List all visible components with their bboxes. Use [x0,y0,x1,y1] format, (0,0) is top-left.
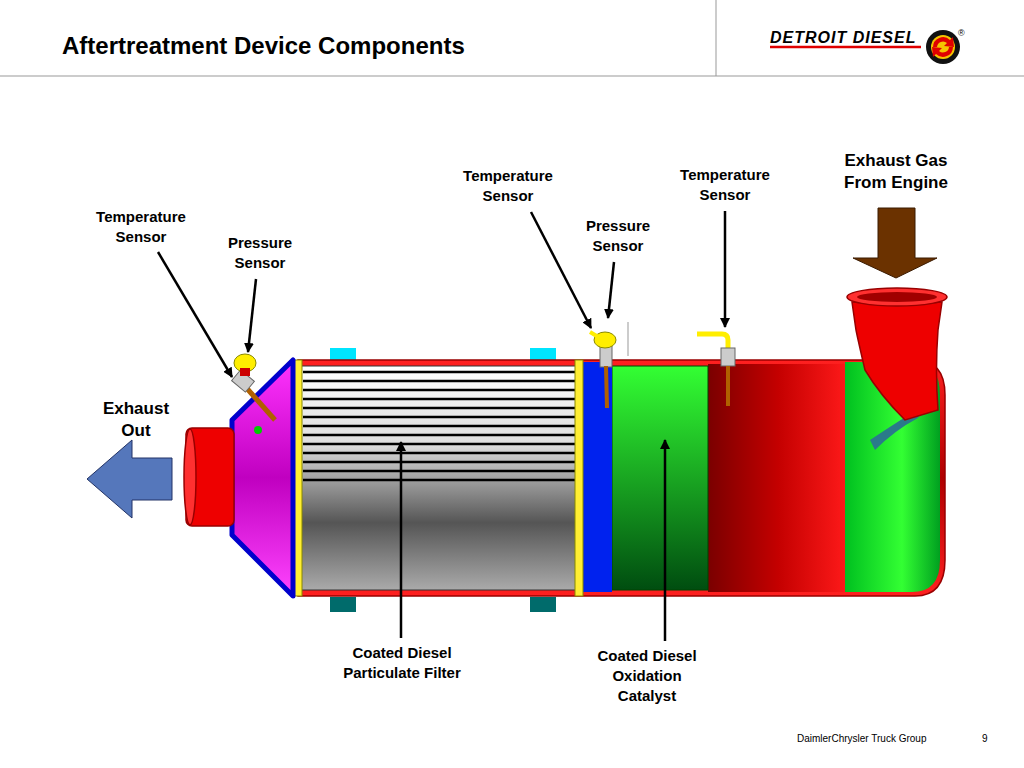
oxidation-catalyst [612,366,708,590]
leader-lines [158,211,725,641]
temperature-sensor [721,348,735,366]
header-rule [0,76,1024,77]
mount-tab [530,597,556,612]
particulate-filter [300,366,577,590]
inlet-pipe [852,302,942,420]
part-label: Coated Diesel Particulate Filter [343,643,461,683]
fitting [254,426,262,434]
logo-underline [770,46,921,49]
filter-channels [303,372,575,480]
part-label: Pressure Sensor [568,216,668,256]
mount-tab [330,597,356,612]
registered-mark: ® [958,27,965,39]
page-number: 9 [982,732,988,745]
bracket [627,322,629,356]
housing [298,360,945,596]
footer-text: DaimlerChrysler Truck Group [797,732,926,745]
logo-emblem [926,30,960,64]
flow-label: Exhaust Gas From Engine [831,150,961,194]
outlet-arrow [87,440,172,518]
inlet-opening [857,292,937,302]
brand-name: DETROIT DIESEL [770,27,916,48]
catalyst-ring [580,362,612,592]
header-divider [716,0,717,76]
pressure-sensor-base [240,368,250,376]
temperature-sensor-lead [590,332,600,338]
part-label: Pressure Sensor [210,233,310,273]
part-label: Temperature Sensor [85,207,197,247]
clamp-ring [575,360,583,596]
mount-tab [330,348,356,360]
inlet-rim [847,288,947,306]
outlet-cone [232,360,293,596]
part-label: Temperature Sensor [452,166,564,206]
outlet-rim [184,429,196,525]
part-label: Temperature Sensor [669,165,781,205]
slide-title: Aftertreatment Device Components [62,32,465,60]
sensor-probe [606,366,607,408]
flow-label: Exhaust Out [91,398,181,442]
mount-tab [530,348,556,360]
temperature-probe [726,366,730,406]
inlet-arrow [853,208,937,278]
housing-shade [708,364,848,592]
part-label: Coated Diesel Oxidation Catalyst [588,646,706,706]
